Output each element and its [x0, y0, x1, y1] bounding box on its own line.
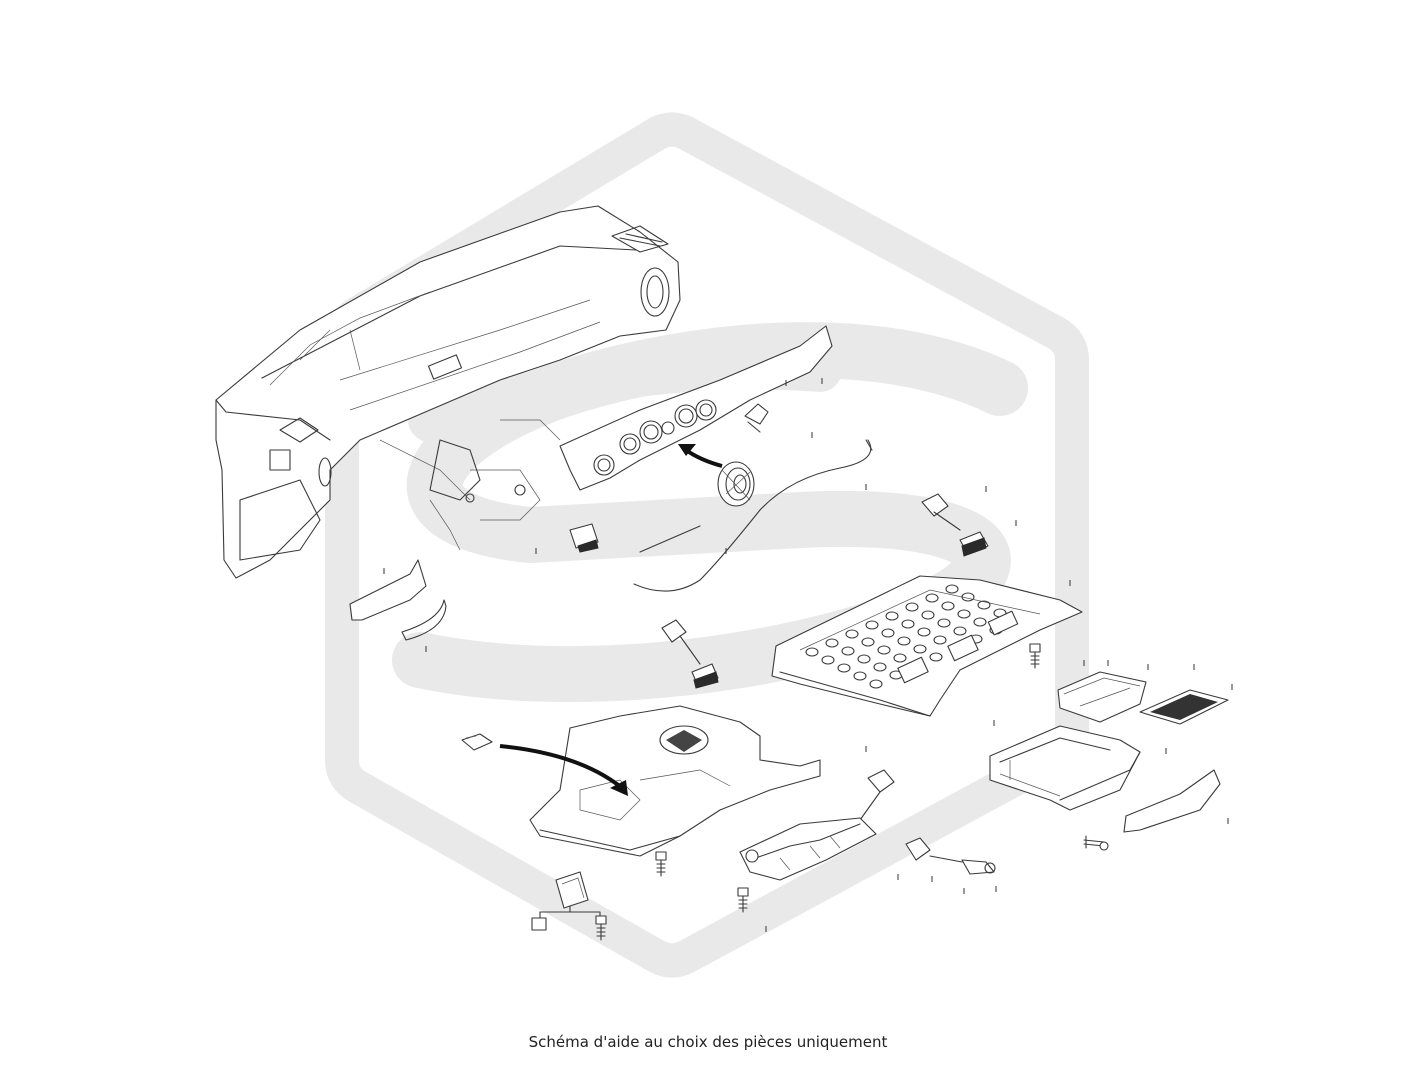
connector-plug — [961, 859, 996, 875]
perforation-hole — [869, 679, 883, 689]
mat-insert — [1139, 689, 1229, 725]
arrow-to-console — [499, 744, 628, 796]
switch-module — [569, 523, 599, 553]
perforation-hole — [857, 654, 871, 664]
switch-module — [959, 531, 989, 557]
perforation-hole — [881, 628, 895, 638]
side-trim-piece — [349, 559, 447, 641]
switch-module — [691, 663, 719, 689]
perforation-hole — [925, 593, 939, 603]
callout-icon — [921, 493, 961, 531]
perforation-hole — [941, 601, 955, 611]
perforation-hole — [825, 638, 839, 648]
wire-cable — [633, 439, 873, 592]
perforation-hole — [917, 627, 931, 637]
perforation-hole — [853, 671, 867, 681]
perforation-hole — [841, 646, 855, 656]
perforation-hole — [921, 610, 935, 620]
perforation-hole — [821, 655, 835, 665]
screw — [1029, 643, 1041, 669]
trim-panel-with-vents — [559, 325, 833, 491]
perforation-hole — [873, 662, 887, 672]
dashboard-assembly — [215, 205, 681, 579]
honeycomb-grille — [666, 730, 702, 752]
perforation-hole — [937, 618, 951, 628]
storage-tray-assembly — [989, 725, 1141, 811]
switch-panel-module — [739, 817, 877, 881]
callout-icon — [859, 769, 895, 821]
trim-strip — [1123, 769, 1221, 833]
screw — [655, 851, 667, 877]
round-air-vent — [717, 461, 755, 507]
perforation-hole — [961, 592, 975, 602]
perforation-hole — [953, 626, 967, 636]
perforation-hole — [957, 609, 971, 619]
perforation-hole — [913, 644, 927, 654]
perforation-hole — [845, 629, 859, 639]
screw — [595, 915, 607, 941]
perforation-hole — [929, 652, 943, 662]
callout-icon — [905, 837, 963, 863]
perforation-hole — [945, 584, 959, 594]
center-console-bracket — [529, 705, 821, 857]
screw — [737, 887, 749, 913]
perforation-hole — [877, 645, 891, 655]
perforation-hole — [885, 611, 899, 621]
perforation-hole — [897, 636, 911, 646]
reference-ticks — [383, 378, 1233, 932]
perforation-hole — [837, 663, 851, 673]
perforation-hole — [905, 602, 919, 612]
perforation-hole — [805, 647, 819, 657]
perforation-hole — [901, 619, 915, 629]
perforation-hole — [973, 617, 987, 627]
screw — [1083, 835, 1109, 851]
perforation-hole — [977, 600, 991, 610]
perforation-hole — [861, 637, 875, 647]
callout-icon — [661, 619, 701, 665]
arrow-to-vent — [678, 444, 723, 468]
control-unit-module — [1057, 671, 1147, 723]
perforation-hole — [865, 620, 879, 630]
clip-nut — [531, 917, 547, 931]
callout-icon — [744, 403, 769, 433]
clip-part — [461, 733, 493, 751]
perforated-cover-panel — [771, 575, 1083, 717]
perforation-hole — [933, 635, 947, 645]
perforation-hole — [893, 653, 907, 663]
diagram-caption: Schéma d'aide au choix des pièces unique… — [528, 1033, 888, 1051]
